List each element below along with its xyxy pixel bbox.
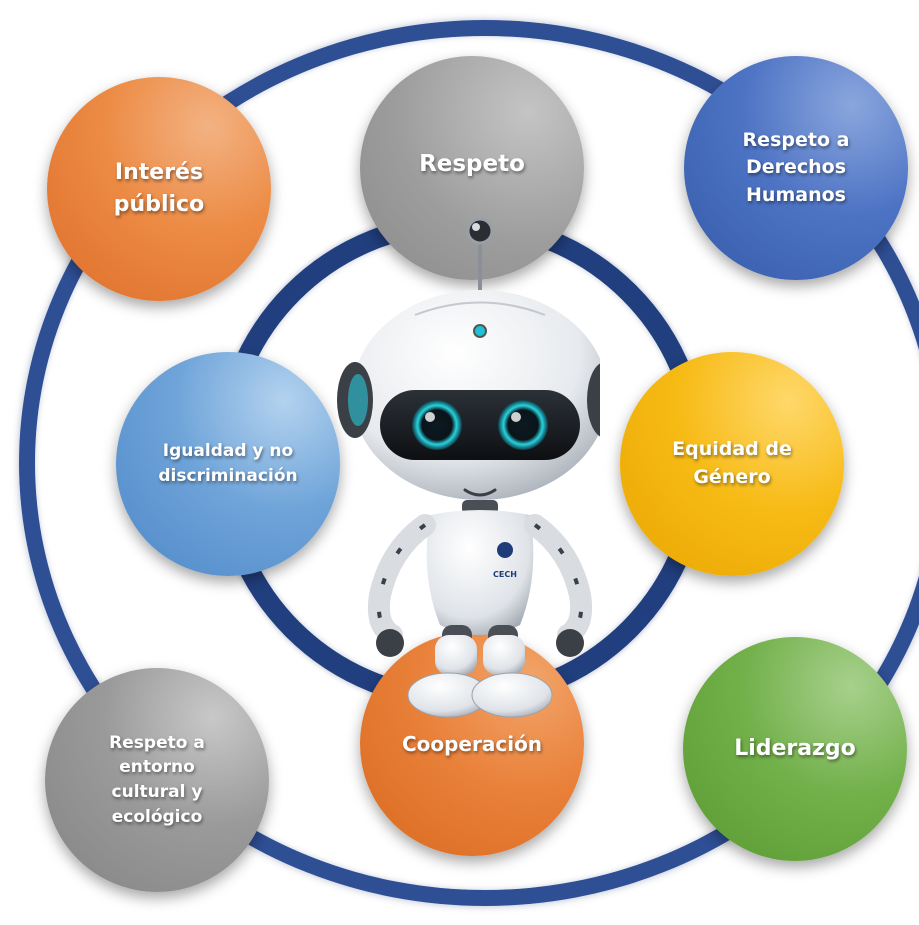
chest-logo-text: CECH [493, 570, 517, 579]
node-label: Equidad de Género [672, 438, 792, 488]
node-label: Cooperación [401, 732, 543, 756]
robot-icon: CECH [337, 217, 600, 718]
node-liderazgo: Liderazgo [683, 637, 907, 861]
node-respeto: Respeto [360, 56, 584, 280]
node-label: Respeto a entorno cultural y ecológico [109, 732, 205, 827]
node-label: Respeto a Derechos Humanos [742, 128, 850, 206]
node-label: Igualdad y no discriminación [158, 441, 298, 486]
node-respeto-derechos-humanos: Respeto a Derechos Humanos [684, 56, 908, 280]
node-equidad-genero: Equidad de Género [620, 352, 844, 576]
node-interes-publico: Interés público [47, 77, 271, 301]
node-label: Interés público [113, 160, 205, 217]
node-igualdad: Igualdad y no discriminación [116, 352, 340, 576]
node-respeto-entorno: Respeto a entorno cultural y ecológico [45, 668, 269, 892]
node-label: Liderazgo [734, 736, 856, 762]
node-label: Respeto [419, 151, 525, 177]
